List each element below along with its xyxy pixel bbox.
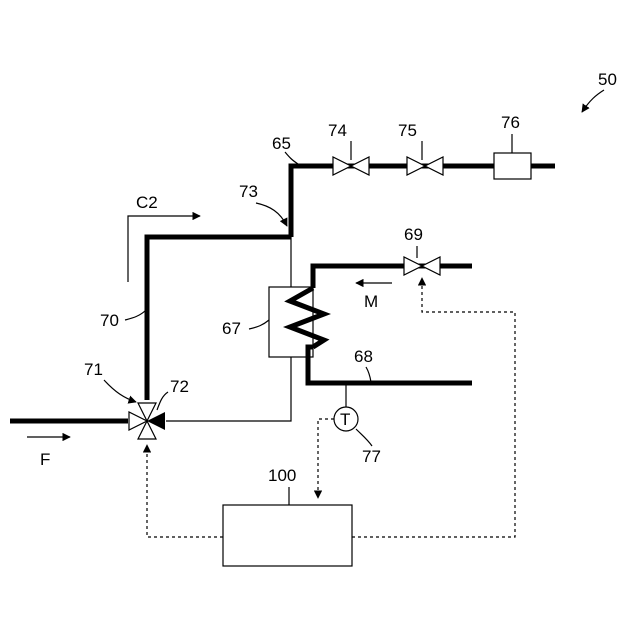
signal-controller-to-valve-71 — [147, 445, 223, 537]
sensor-symbol: T — [340, 410, 350, 429]
label-50: 50 — [598, 70, 617, 89]
label-100: 100 — [268, 466, 296, 485]
leader-50 — [582, 90, 604, 112]
label-m: M — [364, 292, 378, 311]
label-65: 65 — [272, 134, 291, 153]
signal-controller-to-valve-69 — [352, 278, 515, 537]
leader-71 — [104, 380, 136, 402]
label-75: 75 — [398, 121, 417, 140]
valve-75 — [407, 157, 443, 175]
leader-70 — [125, 310, 146, 320]
label-74: 74 — [328, 121, 347, 140]
pipe-69 — [313, 266, 472, 288]
flow-arrow-c2 — [128, 216, 200, 282]
leader-72 — [157, 392, 168, 410]
leader-68 — [366, 367, 371, 382]
pipe-68 — [308, 347, 472, 383]
valve-69 — [404, 257, 440, 275]
signal-sensor-to-controller — [318, 419, 334, 498]
label-72: 72 — [170, 377, 189, 396]
leader-65 — [285, 152, 298, 164]
label-70: 70 — [100, 311, 119, 330]
label-76: 76 — [501, 113, 520, 132]
device-76 — [494, 153, 531, 179]
label-67: 67 — [222, 319, 241, 338]
leader-73 — [256, 203, 287, 226]
leader-77 — [356, 429, 372, 446]
label-77: 77 — [362, 447, 381, 466]
label-f: F — [40, 450, 50, 469]
label-68: 68 — [354, 347, 373, 366]
leader-67 — [249, 320, 269, 329]
label-73: 73 — [239, 182, 258, 201]
label-c2: C2 — [136, 193, 158, 212]
label-69: 69 — [404, 225, 423, 244]
three-way-valve-71 — [129, 403, 165, 439]
label-71: 71 — [84, 360, 103, 379]
controller-100 — [223, 505, 352, 566]
